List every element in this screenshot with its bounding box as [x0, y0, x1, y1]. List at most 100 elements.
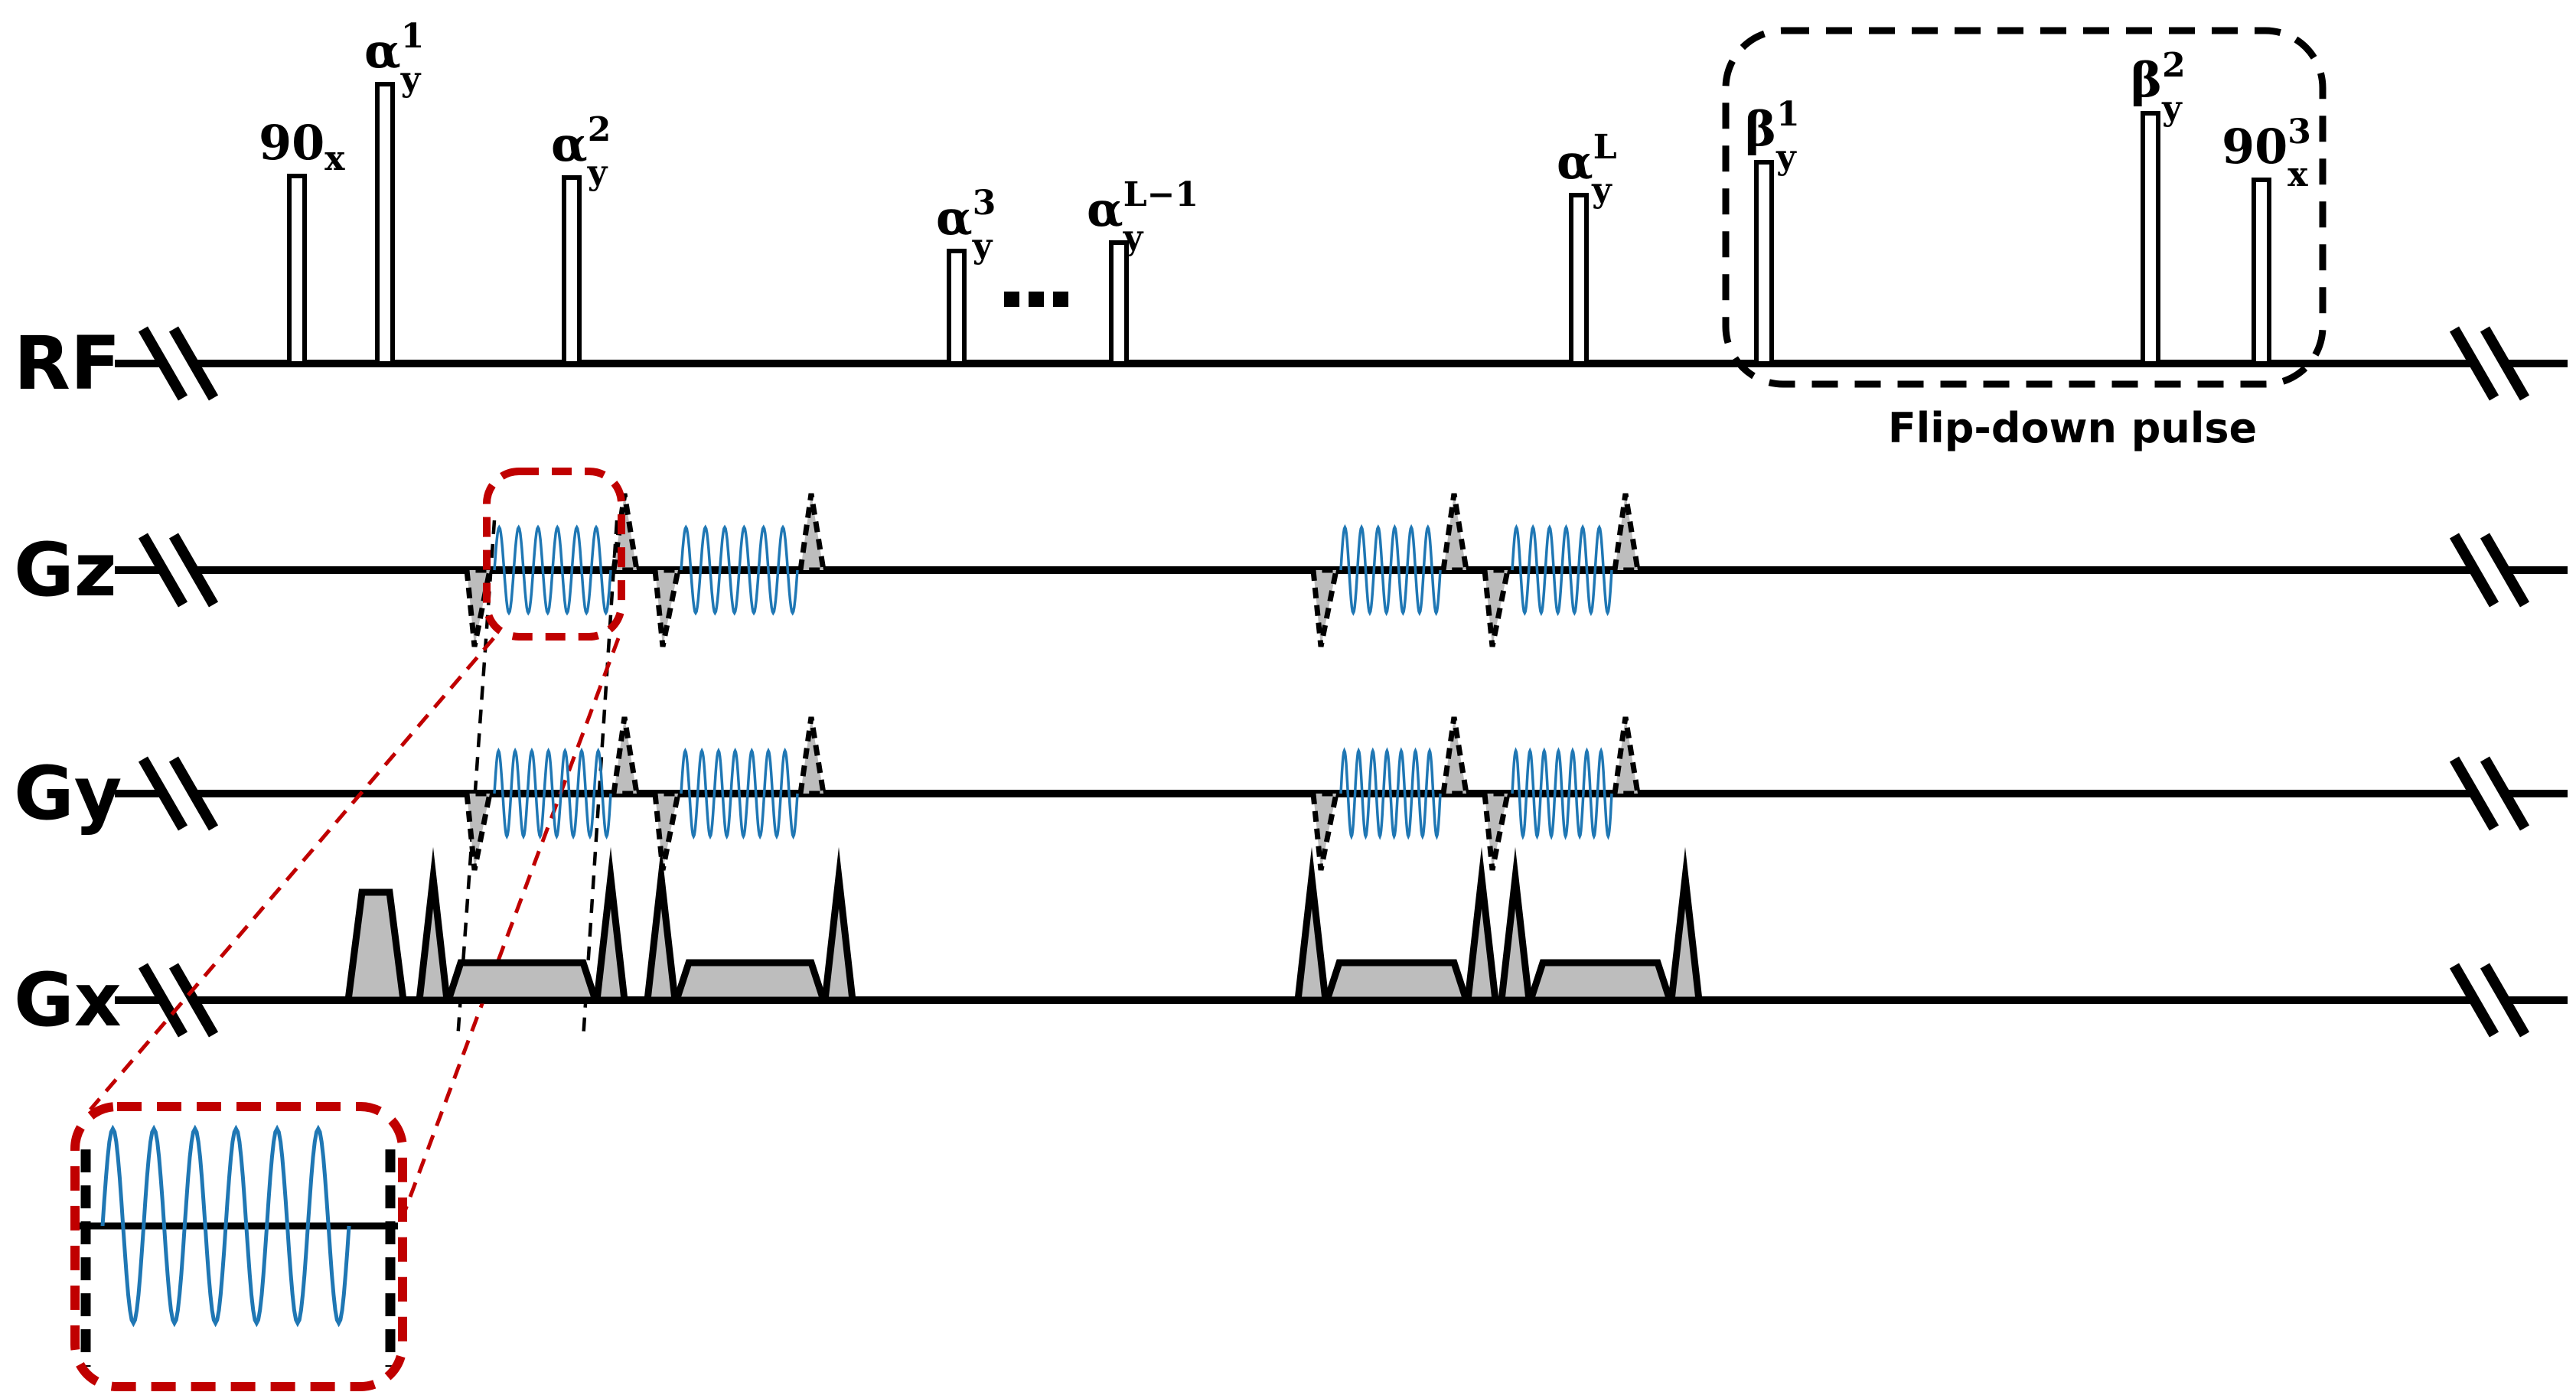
- gradient-blip-negative: [1482, 567, 1511, 647]
- pulse-90-3-bar: [2252, 178, 2271, 366]
- axis-break-right-icon: [2480, 756, 2530, 831]
- ellipsis-dot: [1053, 292, 1068, 307]
- axis-break-left-icon: [138, 533, 188, 608]
- axis-break-left-icon: [168, 963, 219, 1038]
- spike-triangle: [1497, 846, 1534, 1004]
- pulse-alpha-Lm1-bar: [1109, 240, 1129, 366]
- spike-triangle: [643, 846, 680, 1004]
- axis-break-right-icon: [2449, 326, 2499, 401]
- row-gz: Gz: [14, 527, 2568, 613]
- row-label-gy: Gy: [14, 751, 122, 836]
- prephaser-trapezoid: [344, 888, 408, 1004]
- gradient-blip-positive: [1611, 493, 1642, 573]
- row-label-gz: Gz: [14, 527, 117, 613]
- readout-trapezoid: [671, 959, 829, 1004]
- gradient-waveforms-gz: [464, 493, 1642, 647]
- inset-zoom-box: [70, 1102, 407, 1391]
- axis-break-right-icon: [2449, 963, 2499, 1038]
- gradient-blip-positive: [1440, 716, 1470, 797]
- gradient-blip-positive: [610, 716, 641, 797]
- oscillating-gradient-sine-gy: [493, 747, 612, 840]
- spike-triangle: [820, 846, 857, 1004]
- axis-break-left-icon: [168, 533, 219, 608]
- row-gy: Gy: [14, 751, 2568, 836]
- gradient-blip-negative: [464, 567, 494, 647]
- pulse-90x-bar: [287, 174, 307, 366]
- row-label-gx: Gx: [14, 957, 122, 1043]
- zoom-inset: [70, 1102, 407, 1391]
- gradient-blip-negative: [652, 567, 682, 647]
- readout-trapezoid: [1525, 959, 1675, 1004]
- window-dashed-line: [581, 520, 619, 1040]
- gradient-blip-negative: [1310, 791, 1340, 871]
- inset-sine-wave: [100, 1124, 351, 1328]
- axis-break-right-icon: [2480, 533, 2530, 608]
- gradient-blip-positive: [1611, 716, 1642, 797]
- zoom-connector-line: [89, 637, 495, 1111]
- spike-triangle: [592, 846, 629, 1004]
- pulse-alpha-2-bar: [562, 175, 582, 366]
- axis-break-right-icon: [2449, 533, 2499, 608]
- readout-trapezoid: [443, 959, 601, 1004]
- gradient-blip-positive: [797, 716, 827, 797]
- gradient-blip-negative: [464, 791, 494, 871]
- zoom-region-box: [483, 468, 625, 641]
- axis-break-right-icon: [2480, 963, 2530, 1038]
- spike-triangle: [1667, 846, 1704, 1004]
- spike-triangle: [1293, 846, 1330, 1004]
- pulse-alpha-L-bar: [1569, 193, 1589, 366]
- pulse-90x-label: 90x: [259, 115, 345, 178]
- oscillating-gradient-sine-gy: [1511, 747, 1613, 840]
- spike-triangle: [415, 846, 452, 1004]
- flip-down-pulse-label: Flip-down pulse: [1888, 404, 2257, 452]
- oscillating-gradient-sine-gz: [1511, 523, 1613, 617]
- axis-break-left-icon: [138, 326, 188, 401]
- gradient-blip-negative: [652, 791, 682, 871]
- axis-break-left-icon: [138, 963, 188, 1038]
- readout-trapezoid: [1322, 959, 1472, 1004]
- axis-break-left-icon: [168, 756, 219, 831]
- row-label-rf: RF: [14, 321, 121, 406]
- pulse-beta-1-bar: [1754, 160, 1774, 366]
- window-dashed-line: [455, 520, 497, 1040]
- flip-down-pulse-box: [1722, 27, 2327, 388]
- gradient-waveforms-gx: [344, 846, 1704, 1004]
- axis-break-right-icon: [2449, 756, 2499, 831]
- pulse-alpha-3-bar: [947, 249, 967, 366]
- axis-break-right-icon: [2480, 326, 2530, 401]
- oscillating-gradient-sine-gz: [493, 524, 612, 616]
- gradient-blip-positive: [1440, 493, 1470, 573]
- oscillating-gradient-sine-gz: [1339, 523, 1442, 617]
- spike-triangle: [1463, 846, 1500, 1004]
- axis-break-left-icon: [168, 326, 219, 401]
- axis-break-left-icon: [138, 756, 188, 831]
- pulse-90x: 90x: [259, 115, 345, 366]
- gradient-blip-positive: [797, 493, 827, 573]
- gradient-blip-negative: [1482, 791, 1511, 871]
- gradient-blip-negative: [1310, 567, 1340, 647]
- ellipsis-dot: [1029, 292, 1044, 307]
- oscillating-gradient-sine-gy: [1339, 747, 1442, 840]
- ellipsis-dot: [1004, 292, 1019, 307]
- pulse-alpha-1-bar: [375, 82, 395, 366]
- zoom-connector-line: [401, 637, 621, 1216]
- pulse-beta-2-bar: [2141, 111, 2160, 366]
